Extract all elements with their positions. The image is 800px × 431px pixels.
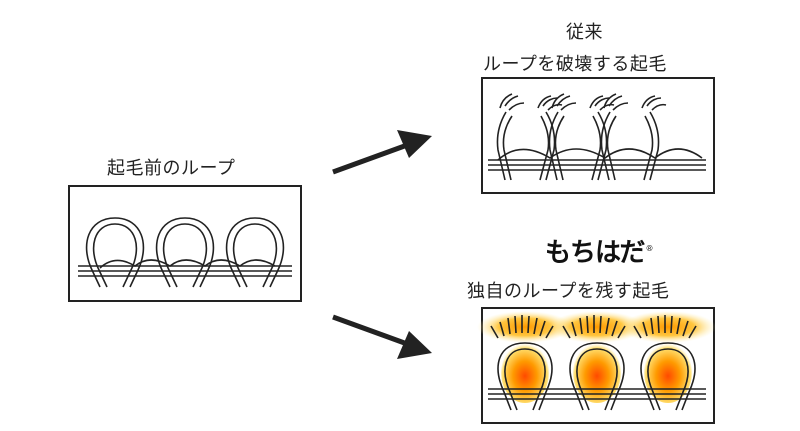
brand-logo: もちはだ® bbox=[545, 238, 653, 268]
before-loops bbox=[78, 217, 292, 288]
brand-loops bbox=[488, 315, 706, 411]
before-label: 起毛前のループ bbox=[107, 158, 236, 179]
before-box bbox=[68, 185, 302, 302]
conventional-loops bbox=[488, 93, 706, 181]
conventional-label: ループを破壊する起毛 bbox=[483, 54, 667, 75]
brand-glow bbox=[477, 311, 716, 403]
conventional-box bbox=[481, 77, 715, 194]
conventional-heading: 従来 bbox=[566, 22, 603, 43]
arrow-to-conventional bbox=[332, 130, 432, 175]
brand-label: 独自のループを残す起毛 bbox=[467, 281, 670, 302]
arrow-to-brand bbox=[332, 314, 432, 359]
